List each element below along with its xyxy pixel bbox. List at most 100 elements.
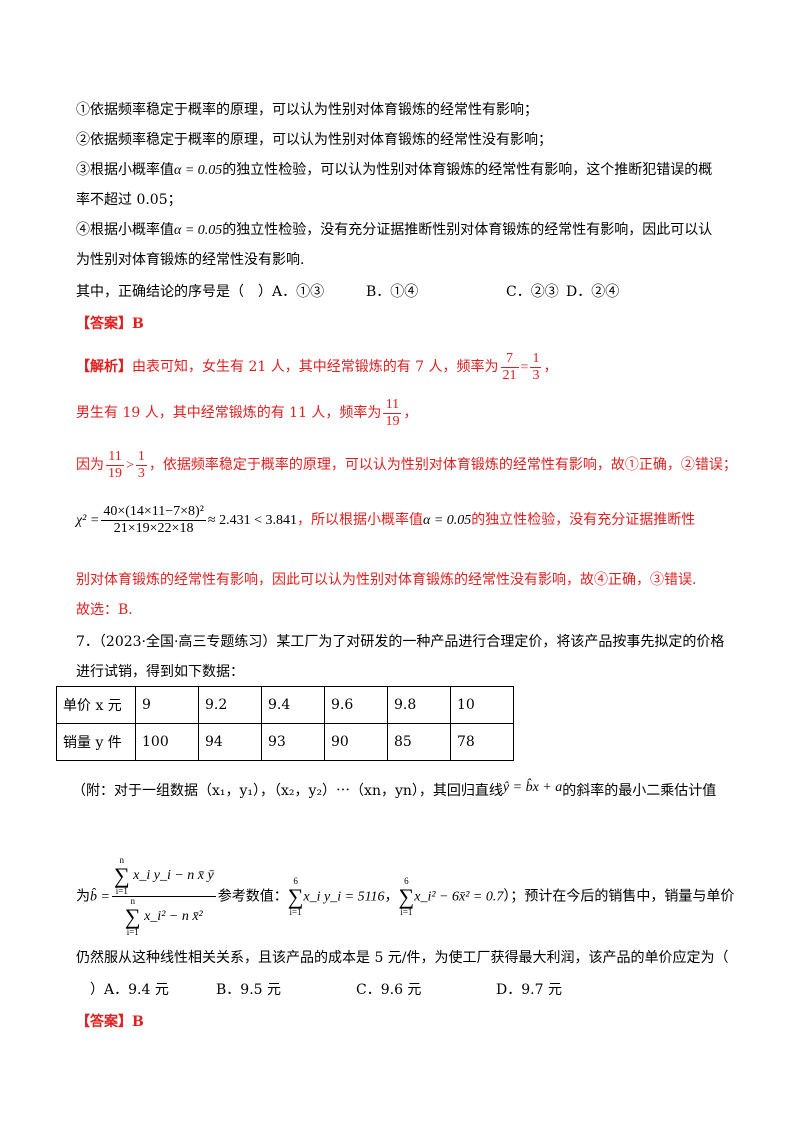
equals-sign: = <box>520 360 529 375</box>
analysis-alpha: α = 0.05 <box>423 513 472 528</box>
statement-4-alpha: α = 0.05 <box>174 223 223 238</box>
q7-wei: 为 <box>76 888 90 905</box>
analysis-text-3b: ，依据频率稳定于概率的原理，可以认为性别对体育锻炼的经常性有影响，故①正确，②错… <box>148 457 737 473</box>
sum-symbol: n∑i=1 <box>113 855 130 896</box>
b-hat-symbol: b̂ = <box>90 889 110 905</box>
q6-options-lead: 其中，正确结论的序号是（ ） <box>76 284 272 300</box>
fraction-numerator: 1 <box>135 448 147 466</box>
table-cell: 100 <box>135 723 199 761</box>
q6-answer: 【答案】B <box>76 316 144 332</box>
analysis-text-2: 男生有 19 人，其中经常锻炼的有 11 人，频率为 <box>76 405 382 421</box>
analysis-text-2-end: ， <box>403 405 418 421</box>
fraction-denominator: 3 <box>532 367 540 383</box>
table-cell: 9.6 <box>324 686 388 724</box>
data-table: 单价 x 元 9 9.2 9.4 9.6 9.8 10 销量 y 件 100 9… <box>56 686 514 761</box>
table-cell: 90 <box>324 723 388 761</box>
sum-symbol: 6∑i=1 <box>398 875 415 917</box>
table-header-cell: 单价 x 元 <box>56 686 136 724</box>
table-header-cell: 销量 y 件 <box>56 723 136 761</box>
table-cell: 94 <box>198 723 262 761</box>
q7-option-d: D．9.7 元 <box>496 982 562 998</box>
analysis-text-3a: 因为 <box>76 457 104 473</box>
greater-than-sign: > <box>126 458 134 473</box>
sum-symbol: n∑i=1 <box>124 896 141 937</box>
statement-2: ②依据频率稳定于概率的原理，可以认为性别对体育锻炼的经常性没有影响； <box>76 132 552 148</box>
ref-value-1: x_i y_i = 5116 <box>303 889 385 905</box>
q6-option-d: D．②④ <box>566 284 620 300</box>
chi-square-lhs: χ² = <box>76 513 100 528</box>
q7-answer: 【答案】B <box>76 1014 144 1030</box>
table-cell: 10 <box>450 686 514 724</box>
analysis-text-1: 由表可知，女生有 21 人，其中经常锻炼的有 7 人，频率为 <box>132 359 499 375</box>
fraction-numerator: 11 <box>383 397 402 414</box>
analysis-tag: 【解析】 <box>76 359 132 375</box>
fraction-denominator: 21 <box>502 367 517 383</box>
q7-ref-label: 参考数值： <box>217 888 288 905</box>
analysis-text-1-end: ， <box>543 359 558 375</box>
analysis-text-4-end: 的独立性检验，没有充分证据推断性 <box>471 512 696 528</box>
table-cell: 9 <box>135 686 199 724</box>
statement-3-b: 的独立性检验，可以认为性别对体育锻炼的经常性有影响，这个推断犯错误的概 <box>222 162 713 178</box>
q7-stem-2: 进行试销，得到如下数据： <box>76 664 244 680</box>
table-cell: 78 <box>450 723 514 761</box>
q7-option-b: B．9.5 元 <box>216 982 282 998</box>
statement-4: ④根据小概率值α = 0.05的独立性检验，没有充分证据推断性别对体育锻炼的经常… <box>76 220 712 241</box>
q6-options: 其中，正确结论的序号是（ ）A．①③ B．①④ C．②③ D．②④ <box>76 282 619 302</box>
fraction-numerator: 11 <box>106 449 124 466</box>
q7-option-a: A．9.4 元 <box>104 982 169 998</box>
fraction-numerator: 40×(14×11−7×8)² <box>101 503 206 521</box>
q7-note-b: 的斜率的最小二乘估计值 <box>562 783 717 799</box>
analysis-line-6: 故选：B. <box>76 602 133 618</box>
q7-note-a: （附：对于一组数据（x₁，y₁），（x₂，y₂）⋯（xn，yn），其回归直线 <box>72 783 503 799</box>
q7-stem-3: 仍然服从这种线性相关关系，且该产品的成本是 5 元/件，为使工厂获得最大利润，该… <box>76 950 729 966</box>
fraction-denominator: 19 <box>385 413 400 429</box>
q7-options-lead: ） <box>76 982 104 998</box>
fraction-denominator: 19 <box>108 465 122 481</box>
fraction-denominator: 21×19×22×18 <box>113 520 194 536</box>
table-cell: 85 <box>387 723 451 761</box>
ref-value-2: x_i² − 6x̄² = 0.7 <box>414 889 504 905</box>
chi-square-rhs: ≈ 2.431 < 3.841 <box>207 513 297 528</box>
sum-symbol: 6∑i=1 <box>287 875 304 917</box>
statement-3-alpha: α = 0.05 <box>174 163 223 178</box>
q7-note: （附：对于一组数据（x₁，y₁），（x₂，y₂）⋯（xn，yn），其回归直线ŷ … <box>72 778 716 801</box>
table-cell: 9.4 <box>261 686 325 724</box>
statement-3-a: ③根据小概率值 <box>76 162 174 178</box>
statement-1: ①依据频率稳定于概率的原理，可以认为性别对体育锻炼的经常性有影响； <box>76 102 538 118</box>
fraction-numerator: n∑i=1 x_i y_i − n x̄ ȳ <box>111 855 216 897</box>
q6-option-a: A．①③ <box>272 284 325 300</box>
fraction-numerator: 7 <box>500 351 519 368</box>
statement-4-b: 的独立性检验，没有充分证据推断性别对体育锻炼的经常性有影响，因此可以认 <box>222 222 713 238</box>
statement-4-cont: 为性别对体育锻炼的经常性没有影响. <box>76 252 305 268</box>
statement-3: ③根据小概率值α = 0.05的独立性检验，可以认为性别对体育锻炼的经常性有影响… <box>76 160 712 181</box>
table-row: 单价 x 元 9 9.2 9.4 9.6 9.8 10 <box>56 686 514 724</box>
table-cell: 9.8 <box>387 686 451 724</box>
q7-option-c: C．9.6 元 <box>356 982 422 998</box>
statement-4-a: ④根据小概率值 <box>76 222 174 238</box>
table-cell: 9.2 <box>198 686 262 724</box>
fraction-denominator: 3 <box>137 465 145 481</box>
q6-option-b: B．①④ <box>366 284 419 300</box>
statement-3-cont: 率不超过 0.05； <box>76 192 182 208</box>
table-cell: 93 <box>261 723 325 761</box>
regression-line: ŷ = b̂x + a <box>502 780 563 795</box>
q7-stem-1: 7．（2023·全国·高三专题练习）某工厂为了对研发的一种产品进行合理定价，将该… <box>76 634 725 650</box>
q6-option-c: C．②③ <box>506 284 559 300</box>
analysis-text-4: ，所以根据小概率值 <box>297 512 423 528</box>
q7-after: ）；预计在今后的销售中，销量与单价 <box>503 888 735 905</box>
q7-options: ）A．9.4 元 B．9.5 元 C．9.6 元 D．9.7 元 <box>76 980 562 1000</box>
fraction-denominator: n∑i=1 x_i² − n x̄² <box>124 896 203 937</box>
analysis-line-5: 别对体育锻炼的经常性有影响，因此可以认为性别对体育锻炼的经常性没有影响，故④正确… <box>76 572 697 588</box>
fraction-numerator: 1 <box>530 350 542 368</box>
